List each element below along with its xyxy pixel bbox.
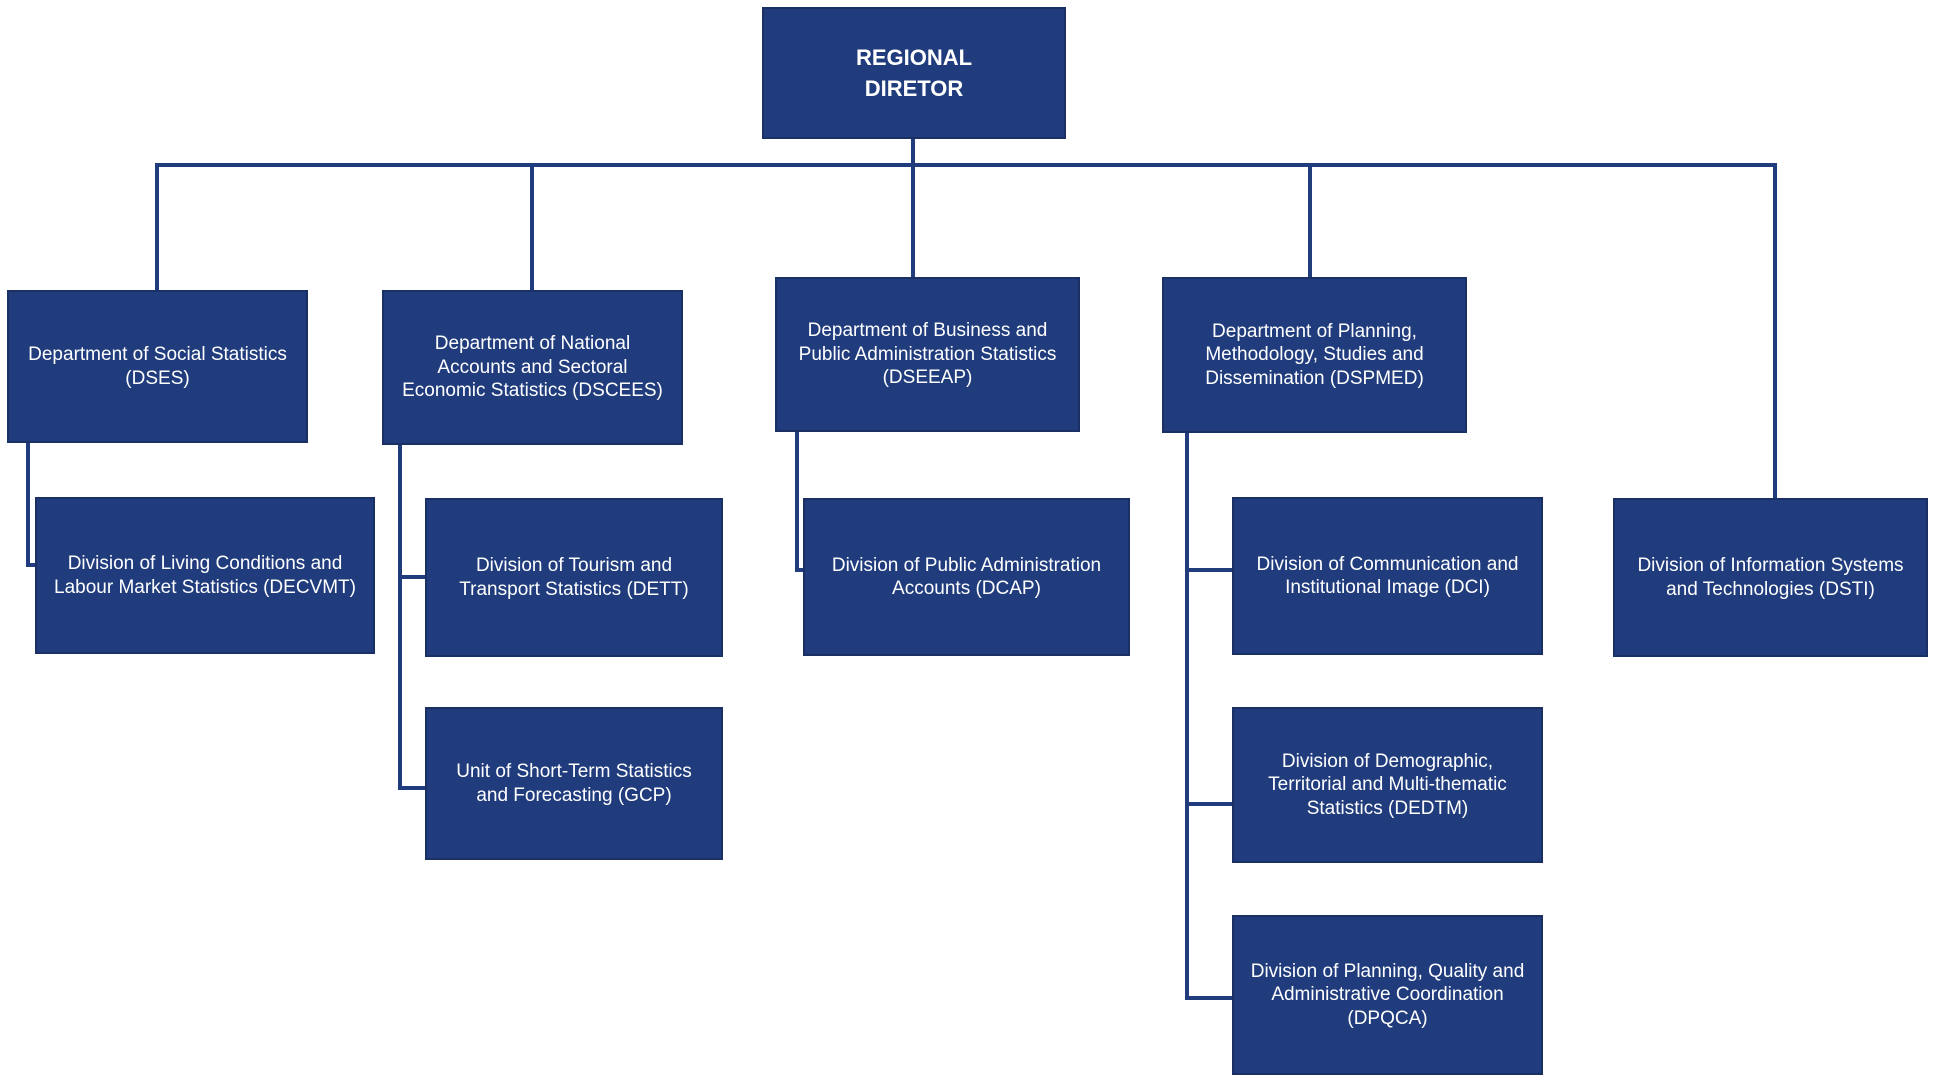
org-node-dpqca-label: Division of Planning, Quality and Admini…	[1250, 960, 1525, 1029]
connector-dses-vert	[26, 443, 30, 567]
connector-drop-dscees	[530, 163, 534, 290]
org-node-dcap: Division of Public Administration Accoun…	[803, 498, 1130, 656]
org-node-dseeap: Department of Business and Public Admini…	[775, 277, 1080, 432]
org-node-dpqca: Division of Planning, Quality and Admini…	[1232, 915, 1543, 1075]
connector-dspmed-dci	[1185, 568, 1232, 572]
org-node-decvmt-label: Division of Living Conditions and Labour…	[54, 553, 356, 598]
connector-dscees-vert	[398, 445, 402, 790]
connector-dspmed-dpqca	[1185, 996, 1232, 1000]
connector-director-stem	[911, 139, 915, 167]
connector-drop-dspmed	[1308, 163, 1312, 277]
org-node-decvmt: Division of Living Conditions and Labour…	[35, 497, 375, 654]
connector-dspmed-vert	[1185, 433, 1189, 1000]
org-node-dsti-label: Division of Information Systems and Tech…	[1637, 555, 1904, 600]
org-node-dsti: Division of Information Systems and Tech…	[1613, 498, 1928, 657]
org-node-regional-director-label: REGIONAL DIRETOR	[855, 45, 973, 101]
org-node-gcp: Unit of Short-Term Statistics and Foreca…	[425, 707, 723, 860]
org-node-dses: Department of Social Statistics (DSES)	[7, 290, 308, 443]
org-node-dcap-label: Division of Public Administration Accoun…	[831, 554, 1102, 600]
org-node-dett: Division of Tourism and Transport Statis…	[425, 498, 723, 657]
org-node-regional-director: REGIONAL DIRETOR	[762, 7, 1066, 139]
org-node-dseeap-label: Department of Business and Public Admini…	[798, 320, 1057, 389]
connector-drop-dseeap	[911, 163, 915, 277]
org-node-dspmed-label: Department of Planning, Methodology, Stu…	[1205, 320, 1424, 389]
connector-drop-dses	[155, 163, 159, 290]
org-node-dscees: Department of National Accounts and Sect…	[382, 290, 683, 445]
org-node-dci: Division of Communication and Institutio…	[1232, 497, 1543, 655]
org-node-gcp-label: Unit of Short-Term Statistics and Foreca…	[456, 761, 692, 806]
connector-dspmed-dedtm	[1185, 802, 1232, 806]
connector-main-horizontal	[155, 163, 1777, 167]
connector-dscees-gcp	[398, 786, 425, 790]
connector-dscees-dett	[398, 575, 425, 579]
connector-dses-decvmt	[26, 563, 35, 567]
org-node-dscees-label: Department of National Accounts and Sect…	[402, 333, 663, 402]
org-node-dses-label: Department of Social Statistics (DSES)	[28, 344, 287, 389]
org-node-dci-label: Division of Communication and Institutio…	[1256, 553, 1519, 599]
connector-dseeap-vert	[795, 432, 799, 572]
org-node-dett-label: Division of Tourism and Transport Statis…	[459, 555, 689, 600]
org-node-dedtm: Division of Demographic, Territorial and…	[1232, 707, 1543, 863]
org-node-dedtm-label: Division of Demographic, Territorial and…	[1268, 750, 1507, 819]
connector-dseeap-dcap	[795, 568, 803, 572]
connector-drop-dsti	[1773, 163, 1777, 498]
org-node-dspmed: Department of Planning, Methodology, Stu…	[1162, 277, 1467, 433]
